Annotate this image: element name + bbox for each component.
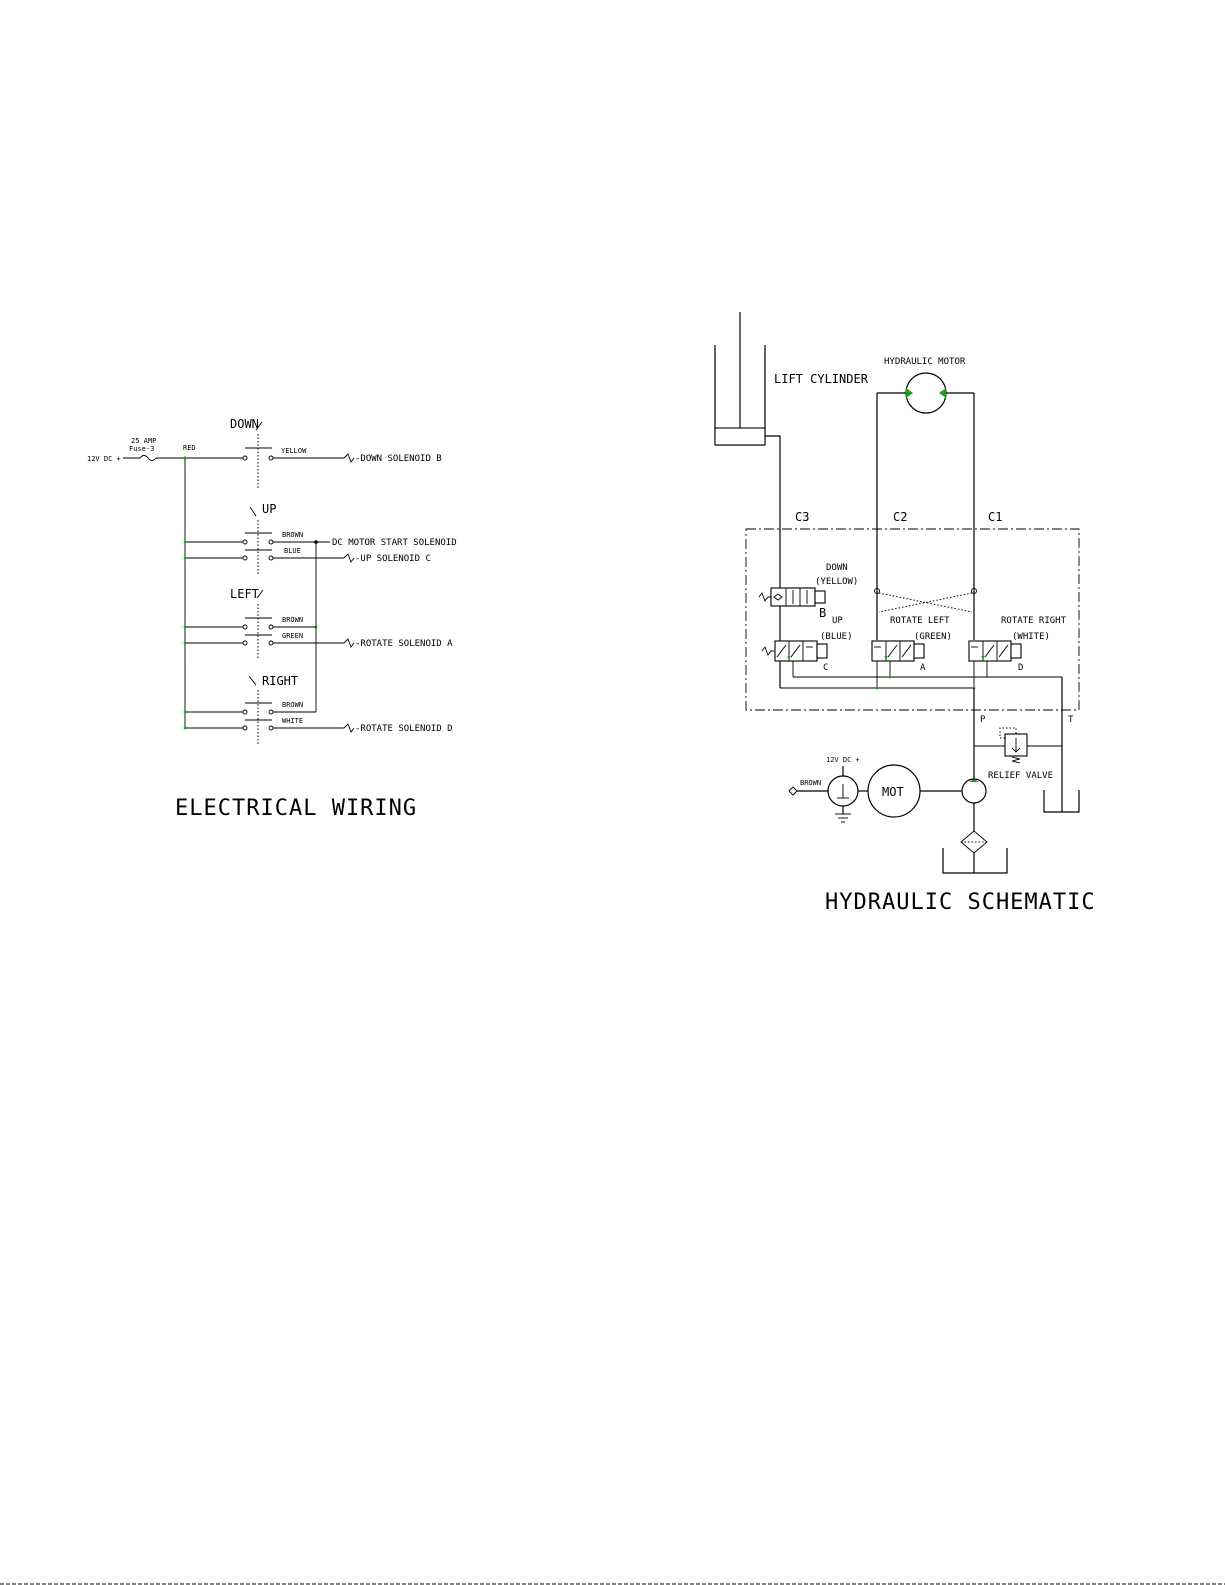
starter-solenoid: 12V DC + BROWN bbox=[788, 756, 868, 823]
port-t: T bbox=[1068, 715, 1074, 725]
output-rotate-solenoid-a: -ROTATE SOLENOID A bbox=[355, 639, 453, 649]
switch-left: LEFT BROWN GREEN -ROTATE SOLENOID A bbox=[230, 587, 453, 660]
valve-up: UP (BLUE) C bbox=[761, 616, 853, 673]
wire-blue: BLUE bbox=[284, 547, 301, 555]
wire-brown-right: BROWN bbox=[282, 701, 303, 709]
switch-down: DOWN YELLOW -DOWN SOLENOID B bbox=[230, 417, 442, 490]
valve-up-letter: C bbox=[823, 663, 828, 673]
output-dc-motor-start-solenoid: DC MOTOR START SOLENOID bbox=[332, 538, 457, 548]
valve-down: DOWN (YELLOW) B bbox=[758, 563, 858, 620]
valve-manifold-block bbox=[745, 528, 1080, 711]
valve-rotate-left-color: (GREEN) bbox=[914, 632, 952, 642]
switch-up-label: UP bbox=[262, 502, 276, 516]
port-c3: C3 bbox=[795, 510, 809, 524]
reservoir-tank bbox=[942, 848, 1008, 874]
hydraulic-title: HYDRAULIC SCHEMATIC bbox=[825, 890, 1096, 915]
valve-rotate-right: ROTATE RIGHT (WHITE) D bbox=[968, 616, 1067, 673]
feed-wire-label: RED bbox=[183, 444, 196, 452]
switch-down-label: DOWN bbox=[230, 417, 259, 431]
valve-rotate-right-letter: D bbox=[1018, 663, 1023, 673]
supply-label: 12V DC + bbox=[87, 455, 121, 463]
solenoid-coil-symbol bbox=[343, 453, 355, 463]
electric-motor: MOT bbox=[867, 764, 962, 818]
relief-valve-label: RELIEF VALVE bbox=[988, 771, 1053, 781]
valve-rotate-left-label: ROTATE LEFT bbox=[890, 616, 950, 626]
valve-down-label: DOWN bbox=[826, 563, 848, 573]
valve-down-letter: B bbox=[819, 606, 826, 620]
wire-white: WHITE bbox=[282, 717, 303, 725]
brown-wire-label: BROWN bbox=[800, 779, 821, 787]
hydraulic-schematic-diagram: LIFT CYLINDER HYDRAULIC MOTOR C3 C2 C1 bbox=[714, 312, 1096, 915]
valve-rotate-left: ROTATE LEFT (GREEN) A bbox=[871, 616, 952, 673]
return-tank bbox=[1043, 790, 1080, 813]
port-c1: C1 bbox=[988, 510, 1002, 524]
electrical-title: ELECTRICAL WIRING bbox=[175, 796, 417, 821]
hydraulic-supply-label: 12V DC + bbox=[826, 756, 860, 764]
wire-brown-up: BROWN bbox=[282, 531, 303, 539]
bus-branches bbox=[183, 540, 243, 730]
hydraulic-pump bbox=[942, 778, 1008, 874]
valve-rotate-right-color: (WHITE) bbox=[1012, 632, 1050, 642]
switch-right-label: RIGHT bbox=[262, 674, 298, 688]
manifold-passages bbox=[779, 661, 1062, 690]
fuse-name: Fuse-3 bbox=[129, 445, 154, 453]
valve-down-color: (YELLOW) bbox=[815, 577, 858, 587]
lift-cylinder: LIFT CYLINDER bbox=[714, 312, 869, 688]
fuse-rating: 25 AMP bbox=[131, 437, 156, 445]
hydraulic-motor-label: HYDRAULIC MOTOR bbox=[884, 357, 966, 367]
port-c2: C2 bbox=[893, 510, 907, 524]
valve-rotate-right-label: ROTATE RIGHT bbox=[1001, 616, 1067, 626]
wire-green: GREEN bbox=[282, 632, 303, 640]
hydraulic-motor: HYDRAULIC MOTOR bbox=[876, 357, 975, 640]
fuse-symbol bbox=[139, 455, 157, 461]
output-rotate-solenoid-d: -ROTATE SOLENOID D bbox=[355, 724, 453, 734]
electrical-wiring-diagram: 12V DC + 25 AMP Fuse-3 RED DOWN bbox=[87, 417, 457, 821]
output-down-solenoid-b: -DOWN SOLENOID B bbox=[355, 454, 442, 464]
wire-yellow: YELLOW bbox=[281, 447, 307, 455]
brown-terminal-icon bbox=[788, 786, 798, 796]
switch-left-label: LEFT bbox=[230, 587, 259, 601]
switch-right: RIGHT BROWN WHITE -ROTATE SOLENOID D bbox=[242, 674, 453, 745]
mot-label: MOT bbox=[882, 785, 904, 799]
wire-brown-left: BROWN bbox=[282, 616, 303, 624]
switch-up: UP BROWN BLUE DC MOTOR START SOLENOID -U… bbox=[242, 502, 457, 575]
output-up-solenoid-c: -UP SOLENOID C bbox=[355, 554, 431, 564]
valve-up-color: (BLUE) bbox=[820, 632, 853, 642]
lift-cylinder-label: LIFT CYLINDER bbox=[774, 372, 869, 386]
port-p: P bbox=[980, 715, 986, 725]
valve-rotate-left-letter: A bbox=[920, 663, 926, 673]
relief-valve: RELIEF VALVE bbox=[974, 727, 1062, 781]
valve-up-label: UP bbox=[832, 616, 843, 626]
